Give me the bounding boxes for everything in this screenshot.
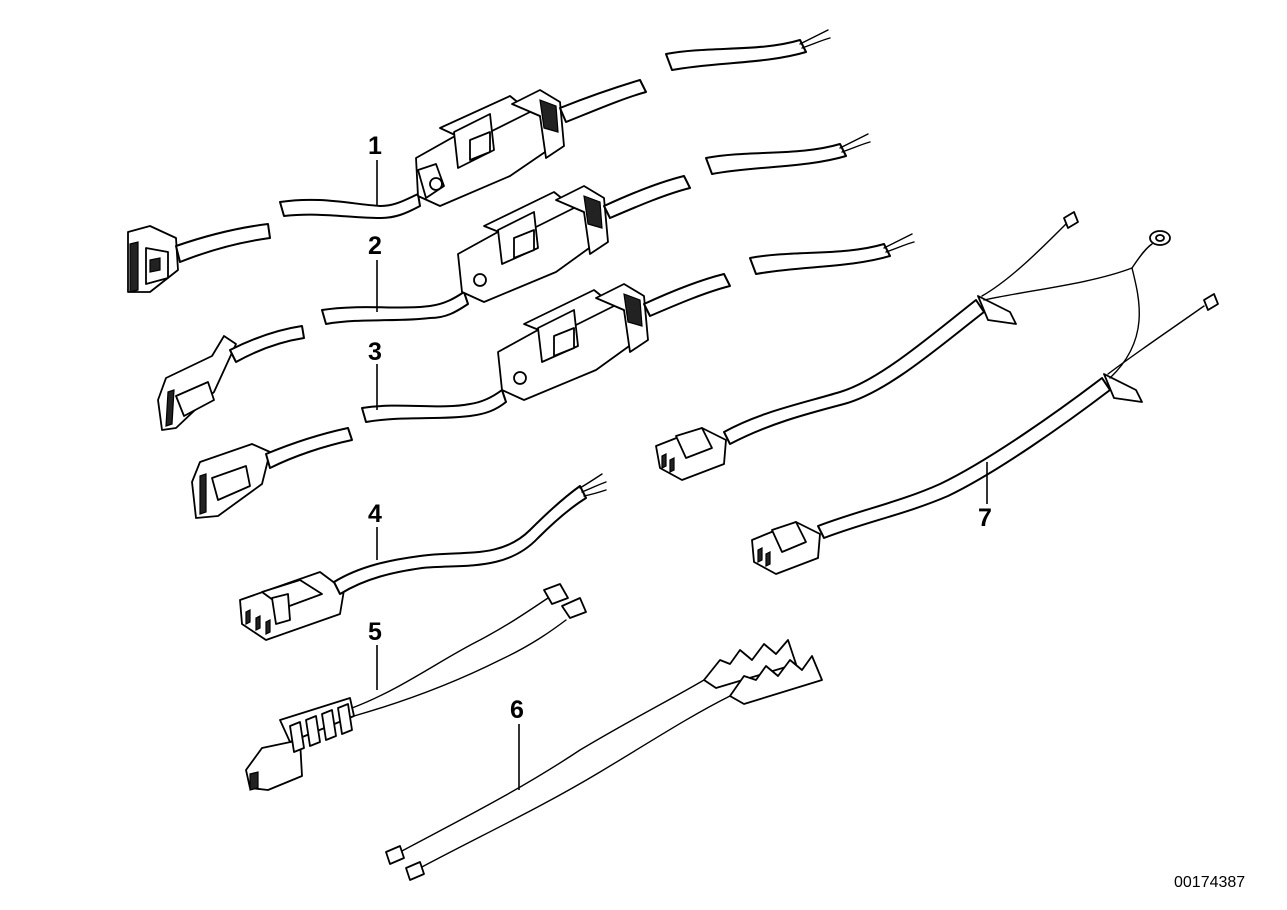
part-7-cable-assembly <box>655 211 1219 575</box>
part-1-cable-segment-b <box>279 193 421 219</box>
part-6-end-terminals <box>385 845 425 881</box>
part-1-small-connector <box>127 225 179 293</box>
part-2-cable-segment-d <box>705 143 847 175</box>
part-1-cable-assembly <box>127 29 831 293</box>
part-1-cable-segment-a <box>175 223 271 263</box>
document-id: 00174387 <box>1174 874 1245 891</box>
part-7-upper-cable <box>723 299 985 445</box>
part-2-cable-segment-a <box>229 325 305 363</box>
callout-leaders <box>376 160 988 790</box>
part-2-cable-segment-c <box>603 175 691 219</box>
part-3-cable-segment-c <box>643 273 731 317</box>
part-2-wire-ends <box>839 133 871 153</box>
callout-2: 2 <box>368 232 382 260</box>
part-5-spade-terminals <box>543 583 587 619</box>
part-3-connector <box>191 443 271 519</box>
part-7-ring-terminal <box>1131 230 1171 269</box>
part-6-wire-a <box>399 679 705 853</box>
part-7-lower-connector <box>751 521 821 575</box>
part-2-cable-segment-b <box>321 291 469 325</box>
part-5-cable-assembly <box>245 583 587 791</box>
part-5-wire-a <box>351 597 549 709</box>
callout-1: 1 <box>368 132 382 160</box>
part-7-upper-connector <box>655 427 727 481</box>
part-2-angled-connector <box>157 335 237 431</box>
callout-4: 4 <box>368 500 382 528</box>
part-7-upper-wire-b <box>983 267 1133 301</box>
callout-5: 5 <box>368 618 382 646</box>
part-6-crimp-terminals <box>703 639 823 705</box>
part-1-wire-ends <box>799 29 831 49</box>
part-3-wire-ends <box>883 233 915 253</box>
part-5-grommet-connector <box>245 697 355 791</box>
callout-labels: 1 2 3 4 5 6 7 <box>368 132 992 724</box>
part-4-wire-ends <box>579 473 607 497</box>
part-5-wire-b <box>353 619 567 717</box>
part-7-upper-wire-a <box>981 221 1069 297</box>
part-7-upper-tape <box>977 295 1017 325</box>
callout-6: 6 <box>510 696 524 724</box>
part-1-inline-connector <box>415 89 565 207</box>
callout-7: 7 <box>978 504 992 532</box>
part-1-cable-segment-d <box>665 39 807 71</box>
part-6-wire-b <box>419 695 731 869</box>
part-4-cable-assembly <box>239 473 607 641</box>
part-1-cable-segment-c <box>559 79 647 123</box>
part-3-cable-segment-a <box>265 427 353 469</box>
part-7-lower-cable <box>817 377 1111 539</box>
part-3-cable-assembly <box>191 233 915 519</box>
part-7-lower-sleeve-end <box>1203 293 1219 311</box>
part-7-lower-tape <box>1103 373 1143 403</box>
part-6-cable-assembly <box>385 639 823 881</box>
part-3-cable-segment-b <box>361 389 507 423</box>
part-3-inline-connector <box>497 283 649 401</box>
part-2-cable-assembly <box>157 133 871 431</box>
part-3-cable-segment-d <box>749 243 891 275</box>
part-4-multi-pin-connector <box>239 571 345 641</box>
part-7-upper-sleeve-end <box>1063 211 1079 229</box>
callout-3: 3 <box>368 338 382 366</box>
part-7-lower-wire-b <box>1109 267 1140 379</box>
part-2-inline-connector <box>457 185 609 303</box>
part-7-lower-wire-a <box>1107 305 1205 375</box>
